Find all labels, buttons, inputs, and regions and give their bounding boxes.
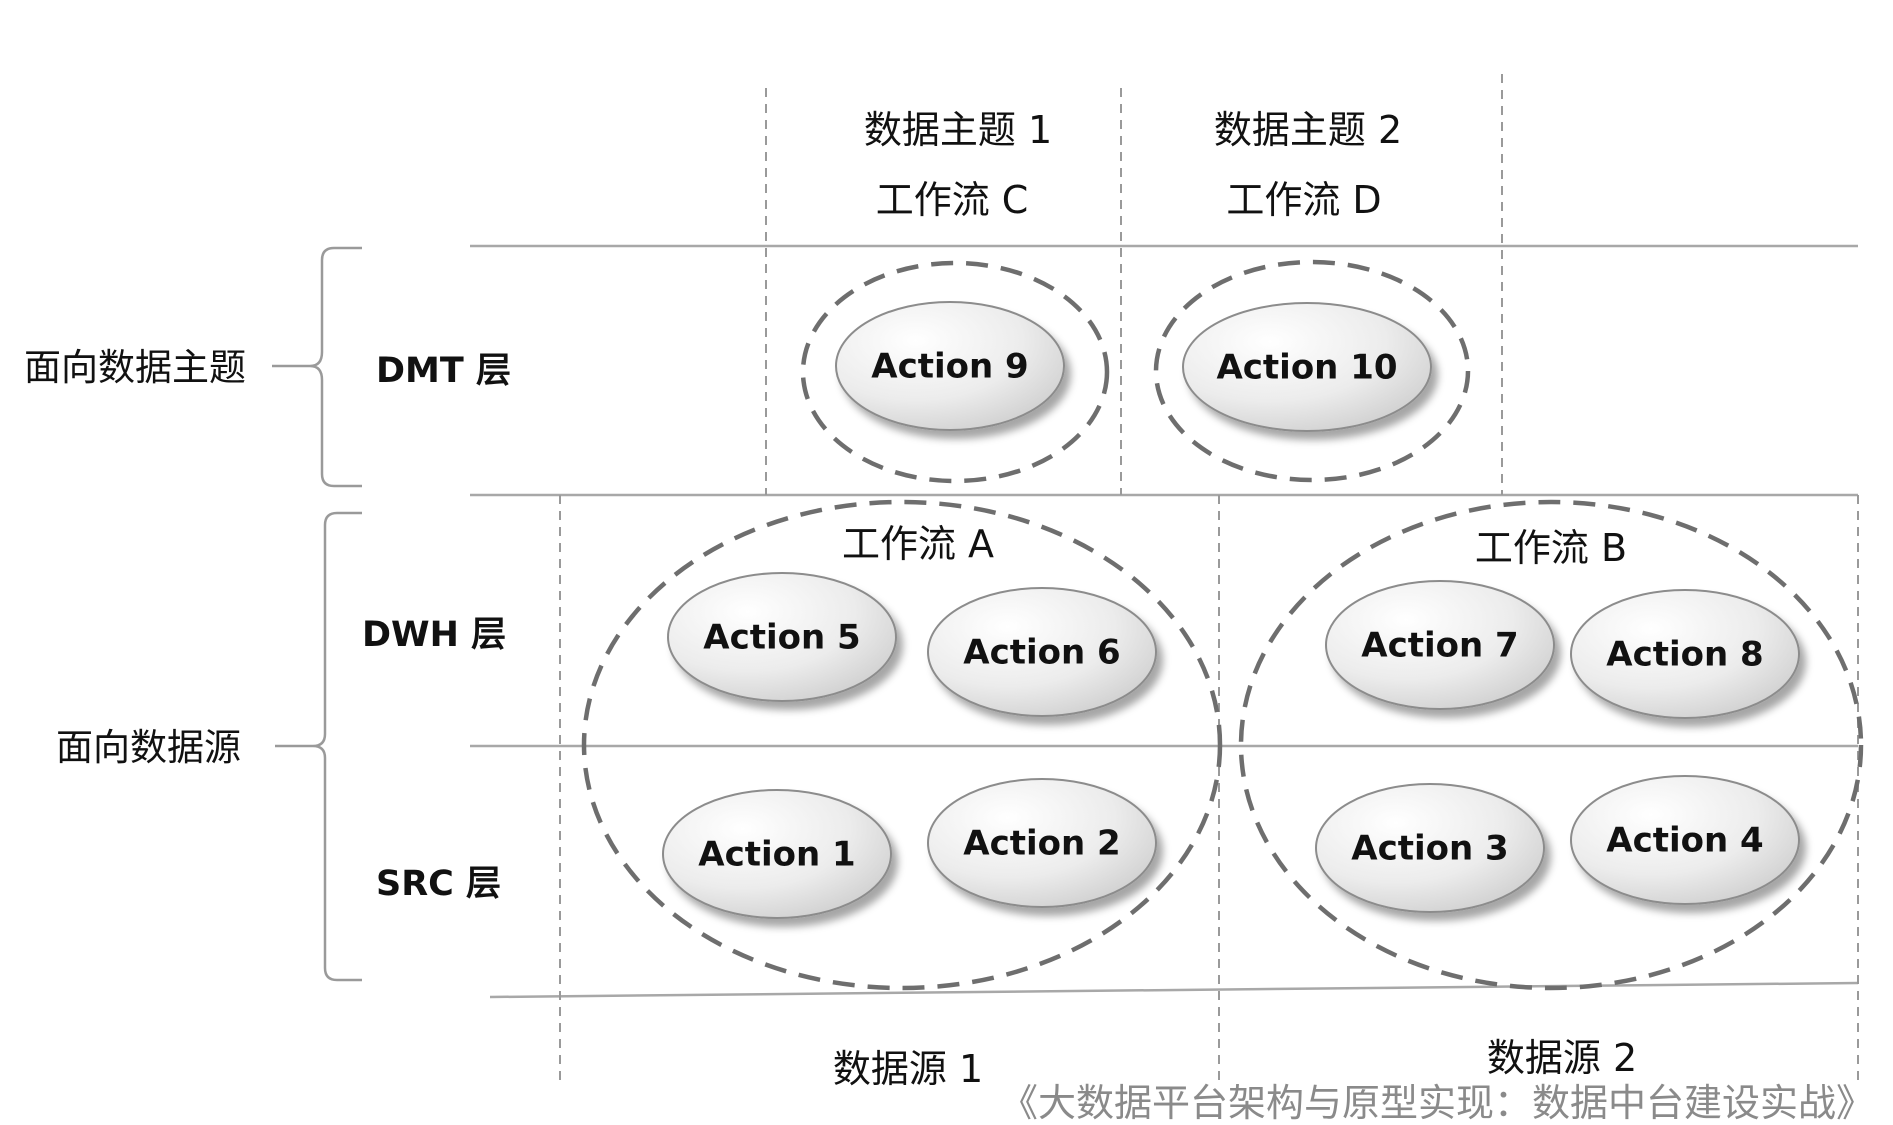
action-7-label: Action 7 (1361, 626, 1518, 666)
action-7-shape (1325, 580, 1555, 710)
subject-header-2: 数据主题 2 (1214, 108, 1402, 152)
action-6-shape (927, 587, 1157, 717)
workflow-group-c (800, 260, 1110, 484)
action-5-label: Action 5 (703, 618, 860, 658)
workflow-group-a (581, 499, 1223, 991)
action-7-node[interactable]: Action 7 (1325, 580, 1555, 710)
action-10-node[interactable]: Action 10 (1182, 302, 1432, 432)
action-9-label: Action 9 (871, 347, 1028, 387)
action-8-shape (1570, 589, 1800, 719)
action-6-node[interactable]: Action 6 (927, 587, 1157, 717)
action-8-node[interactable]: Action 8 (1570, 589, 1800, 719)
workflow-group-b (1238, 499, 1864, 991)
action-6-label: Action 6 (963, 633, 1120, 673)
action-3-label: Action 3 (1351, 829, 1508, 869)
action-2-shape (927, 778, 1157, 908)
action-5-node[interactable]: Action 5 (667, 572, 897, 702)
action-4-node[interactable]: Action 4 (1570, 775, 1800, 905)
workflow-group-d (1153, 259, 1471, 483)
source-label-2: 数据源 2 (1487, 1036, 1637, 1080)
action-3-shape (1315, 783, 1545, 913)
layer-label-dmt: DMT 层 (376, 351, 511, 391)
layer-label-dwh: DWH 层 (362, 615, 506, 655)
divider-bottom (489, 981, 1859, 999)
subject-header-1: 数据主题 1 (864, 108, 1052, 152)
action-8-label: Action 8 (1606, 635, 1763, 675)
action-4-shape (1570, 775, 1800, 905)
workflow-label-a: 工作流 A (842, 522, 994, 566)
action-10-label: Action 10 (1216, 348, 1397, 388)
action-2-label: Action 2 (963, 824, 1120, 864)
category-label-data-subject: 面向数据主题 (24, 346, 246, 389)
action-9-shape (835, 301, 1065, 431)
action-1-node[interactable]: Action 1 (662, 789, 892, 919)
workflow-header-d: 工作流 D (1226, 178, 1381, 222)
layer-label-src: SRC 层 (376, 864, 501, 904)
action-10-shape (1182, 302, 1432, 432)
source-label-1: 数据源 1 (833, 1047, 983, 1091)
action-2-node[interactable]: Action 2 (927, 778, 1157, 908)
workflow-header-c: 工作流 C (876, 178, 1029, 222)
action-9-node[interactable]: Action 9 (835, 301, 1065, 431)
action-1-label: Action 1 (698, 835, 855, 875)
action-5-shape (667, 572, 897, 702)
brace-top (272, 246, 362, 488)
grid-lines (470, 74, 1859, 1082)
brace-bottom (275, 511, 362, 982)
action-4-label: Action 4 (1606, 821, 1763, 861)
action-1-shape (662, 789, 892, 919)
workflow-label-b: 工作流 B (1475, 526, 1627, 570)
book-caption: 《大数据平台架构与原型实现：数据中台建设实战》 (1000, 1081, 1874, 1125)
category-label-data-source: 面向数据源 (56, 726, 241, 769)
action-3-node[interactable]: Action 3 (1315, 783, 1545, 913)
